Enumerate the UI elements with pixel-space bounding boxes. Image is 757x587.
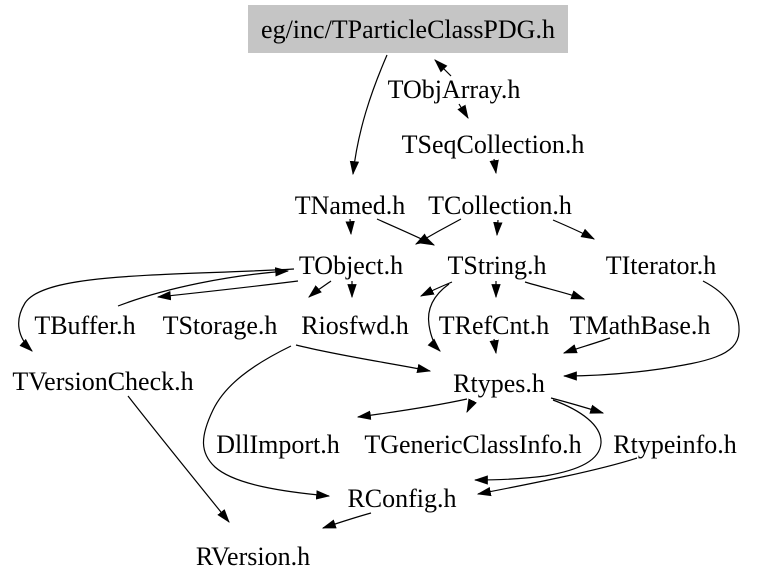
edge-Rtypes-to-Rtypeinfo	[550, 397, 605, 414]
edge-Rtypes-to-RConfig	[473, 399, 602, 485]
edge-Riosfwd-to-Rtypes	[295, 344, 432, 373]
edge-Riosfwd-to-RConfig	[202, 345, 331, 500]
node-TString[interactable]: TString.h	[448, 251, 547, 280]
edge-TSeqCollection-to-TCollection	[489, 158, 499, 175]
edge-TObject-to-TBuffer	[156, 280, 299, 301]
edge-Rtypeinfo-to-RConfig	[476, 457, 638, 497]
node-RConfig[interactable]: RConfig.h	[347, 484, 456, 513]
node-TMathBase[interactable]: TMathBase.h	[570, 311, 711, 340]
edge-TObjArray-to-root	[434, 59, 452, 77]
node-Riosfwd[interactable]: Riosfwd.h	[301, 311, 409, 340]
node-TBuffer[interactable]: TBuffer.h	[34, 311, 135, 340]
node-TIterator[interactable]: TIterator.h	[606, 251, 716, 280]
edge-TNamed-to-TString	[376, 218, 436, 246]
node-TVersionCheck[interactable]: TVersionCheck.h	[12, 367, 193, 396]
edge-TVersionCheck-to-RVersion	[127, 395, 230, 523]
edge-Rtypes-to-DllImport	[356, 398, 468, 420]
edge-TObject-to-TVersionCheck	[18, 268, 295, 352]
edge-root-to-TNamed	[349, 54, 388, 176]
node-TNamed[interactable]: TNamed.h	[295, 191, 405, 220]
node-TGenericClassInfo[interactable]: TGenericClassInfo.h	[364, 430, 581, 459]
node-root: eg/inc/TParticleClassPDG.h	[261, 15, 555, 44]
edge-TCollection-to-TIterator	[552, 219, 596, 240]
edge-TRefCnt-to-Rtypes	[489, 338, 499, 355]
node-DllImport[interactable]: DllImport.h	[216, 430, 340, 459]
root-node-box	[248, 5, 568, 53]
edge-TBuffer-to-TObject	[117, 267, 290, 307]
node-Rtypeinfo[interactable]: Rtypeinfo.h	[613, 430, 737, 459]
node-RVersion[interactable]: RVersion.h	[196, 542, 310, 571]
node-TRefCnt[interactable]: TRefCnt.h	[439, 311, 550, 340]
node-TSeqCollection[interactable]: TSeqCollection.h	[402, 130, 585, 159]
edge-Rtypes-to-TGenericClassInfo	[466, 398, 477, 414]
edge-TString-to-Rtypes	[427, 283, 450, 352]
node-TStorage[interactable]: TStorage.h	[163, 311, 278, 340]
edge-TCollection-to-TString	[493, 219, 503, 237]
edge-TMathBase-to-Rtypes	[562, 337, 611, 354]
edge-TString-to-TMathBase	[524, 281, 586, 300]
edge-TIterator-to-Rtypes	[562, 280, 740, 381]
node-Rtypes[interactable]: Rtypes.h	[453, 369, 545, 398]
edge-TString-to-Riosfwd	[419, 281, 453, 297]
edge-TNamed-to-TObject	[345, 218, 355, 236]
edge-TObject-to-TStorage	[308, 280, 332, 298]
node-TObjArray[interactable]: TObjArray.h	[388, 75, 521, 104]
edge-TObjArray-to-TSeqCollection	[457, 103, 469, 120]
edge-TCollection-to-TObject	[414, 218, 462, 245]
node-TCollection[interactable]: TCollection.h	[428, 191, 572, 220]
node-TObject[interactable]: TObject.h	[299, 251, 403, 280]
edge-RConfig-to-RVersion	[321, 512, 372, 529]
